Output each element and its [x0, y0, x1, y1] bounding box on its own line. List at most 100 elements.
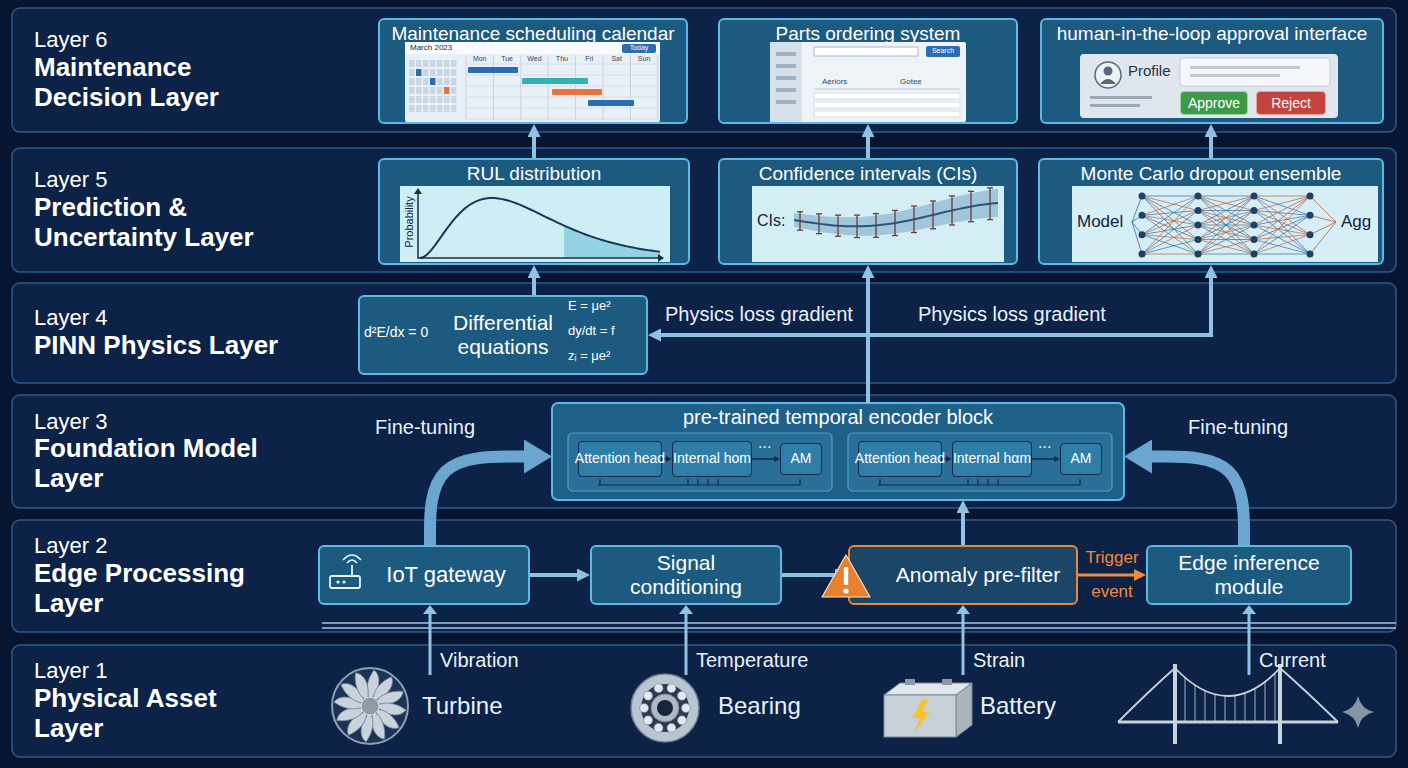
drawing-part: [330, 576, 360, 588]
drawing-part: [466, 86, 658, 87]
drawing-part: [430, 78, 436, 85]
drawing-part: [423, 60, 429, 67]
ui-text: Mon: [473, 55, 487, 63]
drawing-part: [1072, 186, 1378, 262]
drawing-part: [1195, 685, 1196, 722]
process-box: IoT gateway: [318, 545, 530, 605]
drawing-part: [444, 87, 450, 94]
drawing-part: [1198, 211, 1254, 226]
drawing-part: [930, 200, 936, 201]
node-text: Approve: [1188, 95, 1240, 111]
drawing-part: [1310, 215, 1336, 222]
drawing-part: [1139, 251, 1146, 258]
drawing-part: [1132, 215, 1142, 222]
ui-text: Gotee: [900, 77, 922, 86]
drawing-part: [361, 697, 379, 715]
approval-panel: human-in-the-loop approval interfaceAppr…: [1040, 18, 1384, 124]
drawing-part: [956, 683, 972, 737]
equation-text: E = μe²: [568, 299, 611, 314]
drawing-part: [681, 704, 690, 713]
drawing-part: [657, 55, 658, 120]
drawing-part: [322, 622, 1396, 624]
sensor-arrow: [962, 612, 965, 675]
drawing-part: [997, 479, 998, 485]
drawing-part: [1142, 240, 1198, 255]
drawing-part: [1142, 196, 1198, 254]
drawing-part: [437, 69, 443, 76]
drawing-part: [654, 723, 663, 732]
drawing-part: [1173, 664, 1177, 744]
encoder-sub-block: [568, 433, 832, 491]
chart-label: Model: [1077, 212, 1123, 232]
drawing-part: [776, 52, 796, 56]
connector-arrow: [961, 513, 965, 545]
drawing-part: [548, 55, 549, 120]
drawing-part: [1254, 225, 1310, 254]
drawing-part: [1254, 196, 1310, 254]
drawing-part: [837, 215, 838, 236]
filter-box: Anomaly pre-filter: [848, 545, 1078, 605]
drawing-part: [336, 580, 339, 583]
drawing-part: [942, 679, 952, 685]
drawing-part: [913, 206, 914, 232]
chart-label: CIs:: [757, 212, 785, 230]
drawing-part: [814, 89, 960, 90]
drawing-part: [873, 213, 879, 214]
drawing-part: [892, 210, 898, 211]
drawing-part: [416, 87, 422, 94]
drawing-part: [687, 479, 688, 485]
drawing-part: [1142, 225, 1198, 235]
drawing-part: [1142, 211, 1198, 255]
drawing-part: [894, 210, 895, 235]
chart-label: Agg: [1341, 212, 1371, 232]
drawing-part: [640, 704, 649, 713]
drawing-part: [1198, 196, 1254, 211]
drawing-part: [420, 198, 660, 258]
drawing-part: [968, 191, 974, 192]
drawing-part: [468, 67, 518, 73]
drawing-part: [1251, 251, 1258, 258]
drawing-part: [835, 236, 841, 237]
drawing-part: [423, 69, 429, 76]
drawing-part: [1251, 222, 1258, 229]
layer-title: Edge Processing Layer: [34, 559, 289, 619]
edge-label: Trigger event: [1079, 541, 1145, 609]
drawing-part: [1254, 235, 1310, 254]
drawing-part: [343, 555, 361, 563]
drawing-part: [854, 214, 860, 215]
drawing-part: [667, 684, 676, 693]
drawing-part: [423, 87, 429, 94]
drawing-part: [797, 211, 803, 212]
connector-arrow: [430, 457, 524, 546]
drawing-part: [430, 60, 436, 67]
drawing-part: [1307, 193, 1314, 200]
sensor-arrow: [429, 612, 432, 675]
drawing-part: [1079, 479, 1080, 485]
reject-button: Reject: [1256, 91, 1326, 115]
drawing-part: [466, 97, 658, 98]
ui-text: Sun: [638, 55, 650, 63]
drawing-part: [776, 100, 796, 104]
drawing-part: [414, 188, 664, 262]
drawing-part: [1254, 211, 1310, 216]
drawing-part: [1198, 254, 1254, 255]
encoder-unit: Internal hom: [672, 441, 752, 477]
connector-arrow: [1152, 457, 1244, 546]
drawing-part: [451, 105, 457, 112]
drawing-part: [1142, 215, 1198, 239]
drawing-part: [911, 232, 917, 233]
drawing-part: [451, 78, 457, 85]
drawing-part: [1254, 254, 1310, 255]
drawing-part: [1254, 240, 1310, 255]
drawing-part: [770, 42, 966, 122]
drawing-part: [418, 190, 662, 258]
node-text: Maintenance scheduling calendar: [386, 23, 680, 45]
drawing-part: [1275, 673, 1276, 722]
drawing-part: [520, 55, 521, 120]
drawing-part: [776, 88, 796, 92]
node-text: pre-trained temporal encoder block: [558, 406, 1118, 429]
drawing-part: [1139, 193, 1146, 200]
drawing-part: [466, 119, 658, 120]
signal-name: Current: [1259, 649, 1326, 672]
